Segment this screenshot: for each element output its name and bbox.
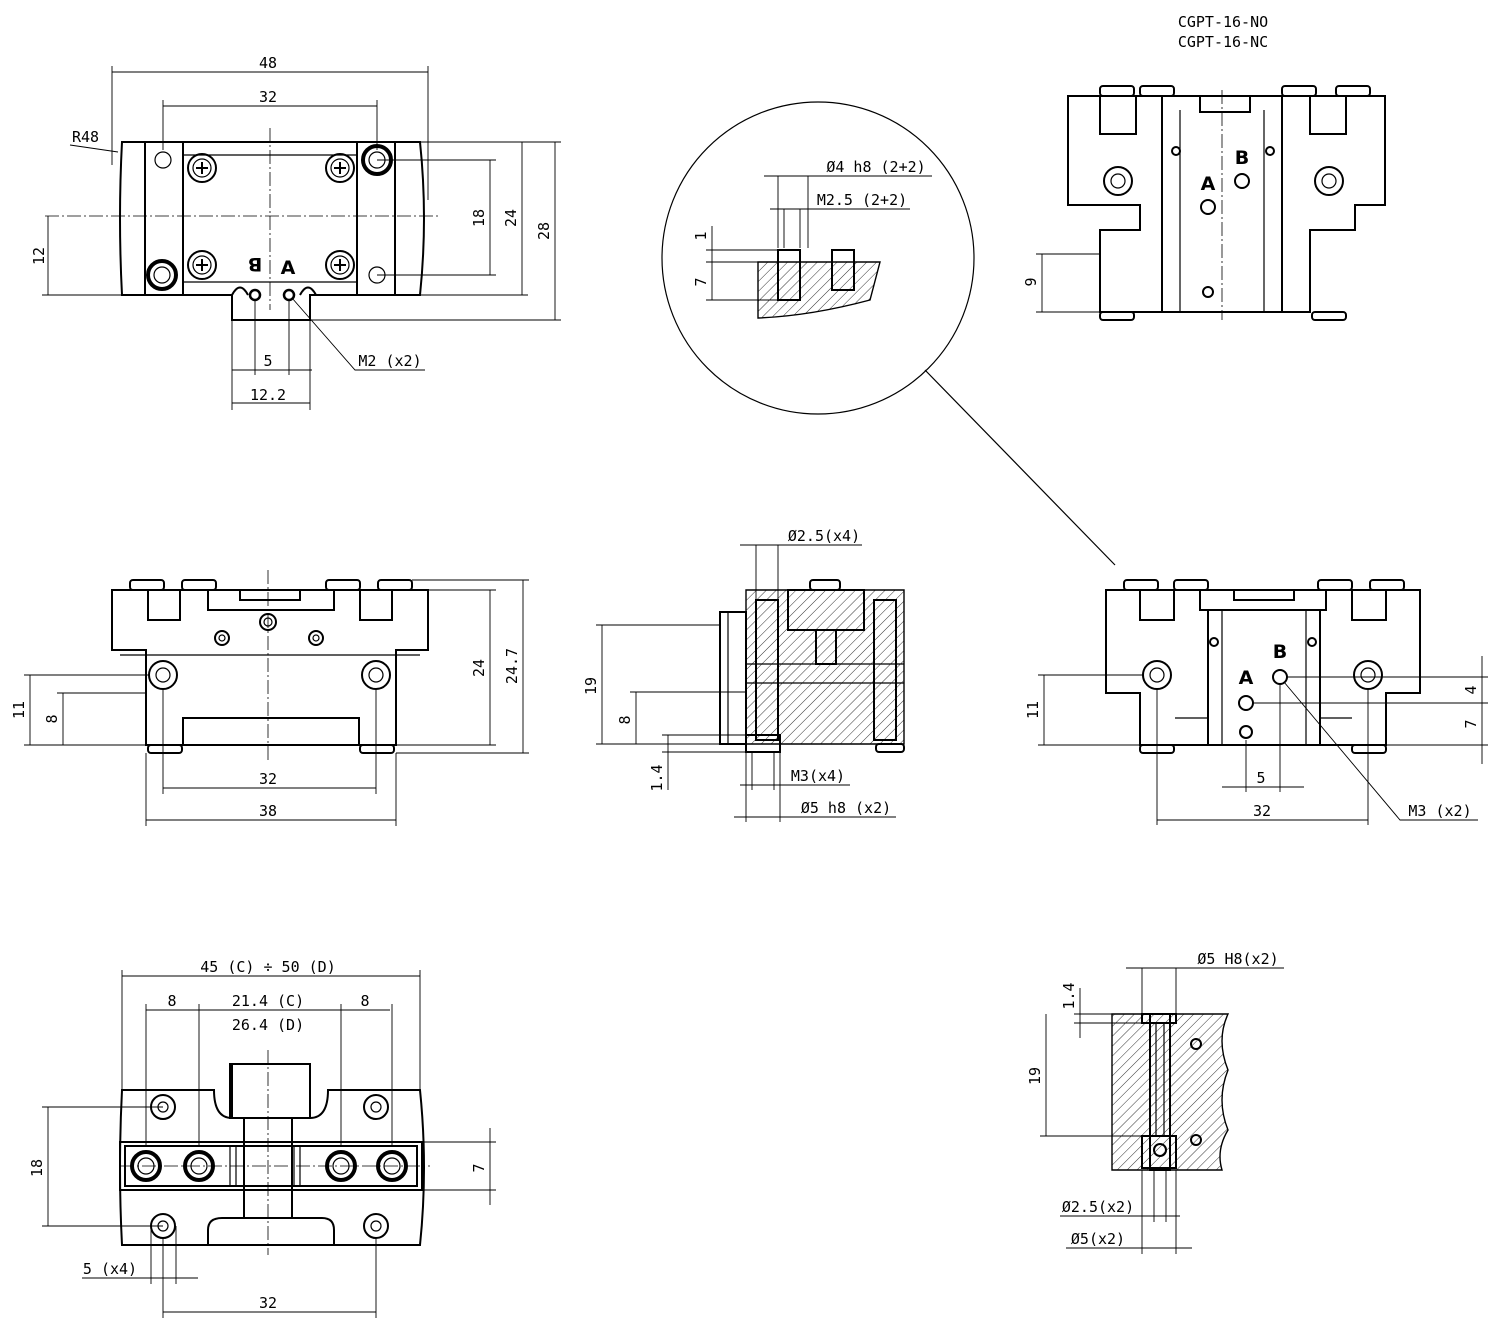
model-labels: CGPT-16-NO CGPT-16-NC (1178, 13, 1268, 51)
rtv-dim-9: 9 (1022, 277, 1040, 286)
front-view: 11 8 24 24.7 32 38 (10, 570, 529, 826)
screw-icon (187, 153, 217, 183)
right-front-view: B A 11 4 7 5 32 M3 (x2) (1024, 579, 1488, 825)
screw-icon (325, 153, 355, 183)
ss-thread: M3(x4) (791, 767, 845, 785)
fv-dim-8: 8 (43, 714, 61, 723)
js-small-hole: Ø2.5(x2) (1062, 1198, 1134, 1216)
detail-view: Ø4 h8 (2+2) M2.5 (2+2) 1 7 (661, 101, 1116, 566)
bottom-view: 45 (C) ÷ 50 (D) 8 21.4 (C) 26.4 (D) 8 18… (28, 958, 496, 1318)
dim-28: 28 (535, 222, 553, 240)
rfv-dim-4: 4 (1462, 685, 1480, 694)
rfv-dim-7: 7 (1462, 719, 1480, 728)
rtv-port-a: A (1201, 173, 1216, 195)
dim-r48: R48 (72, 128, 99, 146)
js-bore: Ø5 H8(x2) (1197, 950, 1278, 968)
detail-screw-label: M2.5 (2+2) (817, 191, 907, 209)
rfv-dim-32: 32 (1253, 802, 1271, 820)
bv-jaw-d: 26.4 (D) (232, 1016, 304, 1034)
rtv-port-b: B (1235, 147, 1249, 169)
top-view-outline (119, 141, 425, 321)
fv-dim-24: 24 (470, 659, 488, 677)
top-view: B A 48 32 R48 12 18 24 28 5 (30, 54, 561, 410)
bv-edge-8-right: 8 (360, 992, 369, 1010)
ss-dim-1-4: 1.4 (648, 764, 666, 791)
bv-dim-18: 18 (28, 1159, 46, 1177)
detail-circle (661, 101, 975, 415)
detail-leader (924, 369, 1116, 566)
fv-dim-11: 11 (10, 701, 28, 719)
bv-edge-8-left: 8 (167, 992, 176, 1010)
model-label-nc: CGPT-16-NC (1178, 33, 1268, 51)
fv-dim-24-7: 24.7 (503, 648, 521, 684)
screw-icon (187, 250, 217, 280)
rfv-port-a: A (1239, 667, 1254, 689)
port-thread-label: M2 (x2) (358, 352, 421, 370)
detail-dim-1: 1 (692, 231, 710, 240)
rfv-port-b: B (1273, 641, 1287, 663)
jaw-section-view: Ø5 H8(x2) 1.4 19 Ø2.5(x2) Ø5(x2) (1026, 950, 1284, 1254)
fv-dim-38: 38 (259, 802, 277, 820)
dim-24: 24 (502, 209, 520, 227)
port-b-hole (248, 288, 262, 302)
bv-jaw-c: 21.4 (C) (232, 992, 304, 1010)
js-dim-1-4: 1.4 (1060, 982, 1078, 1009)
js-large-hole: Ø5(x2) (1071, 1230, 1125, 1248)
dim-5: 5 (263, 352, 272, 370)
model-label-no: CGPT-16-NO (1178, 13, 1268, 31)
rfv-dim-5: 5 (1256, 769, 1265, 787)
bv-hole-dia: 5 (x4) (83, 1260, 137, 1278)
detail-dowel-label: Ø4 h8 (2+2) (826, 158, 925, 176)
port-a-label: A (281, 257, 296, 279)
rfv-port-thread: M3 (x2) (1408, 802, 1471, 820)
rfv-dim-11: 11 (1024, 701, 1042, 719)
right-top-view: B A 9 (1022, 85, 1386, 321)
fv-dim-32: 32 (259, 770, 277, 788)
ss-dowel-hole: Ø2.5(x4) (788, 527, 860, 545)
bv-dim-7: 7 (470, 1163, 488, 1172)
screw-icon (325, 250, 355, 280)
bolt-icon (146, 259, 178, 291)
ss-dim-8: 8 (616, 715, 634, 724)
side-section-view: Ø2.5(x4) 19 8 1.4 M3(x4) Ø5 h8 (x2) (582, 527, 905, 822)
dim-32: 32 (259, 88, 277, 106)
ss-dim-19: 19 (582, 677, 600, 695)
dim-18: 18 (470, 209, 488, 227)
ss-dowel: Ø5 h8 (x2) (801, 799, 891, 817)
detail-dim-7: 7 (692, 277, 710, 286)
bv-stroke: 45 (C) ÷ 50 (D) (200, 958, 335, 976)
dim-48: 48 (259, 54, 277, 72)
dim-12: 12 (30, 247, 48, 265)
js-dim-19: 19 (1026, 1067, 1044, 1085)
port-b-label: B (248, 253, 262, 275)
bv-dim-32: 32 (259, 1294, 277, 1312)
dim-12-2: 12.2 (250, 386, 286, 404)
